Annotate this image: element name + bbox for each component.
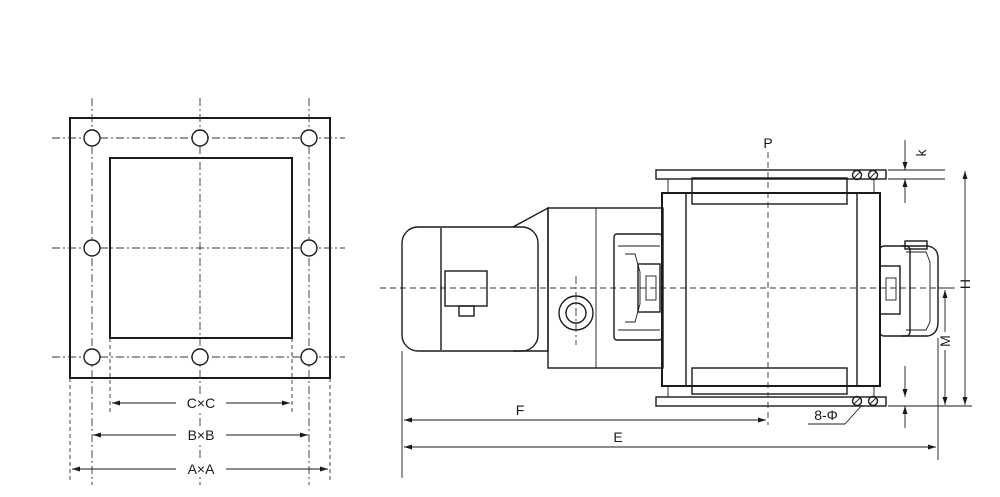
end-cap	[902, 245, 939, 337]
label-f: F	[516, 402, 525, 418]
valve-body	[661, 192, 881, 387]
flange-bolt	[851, 395, 863, 407]
drive-shaft-hub	[645, 275, 657, 301]
bolt-hole	[191, 129, 209, 147]
end-bearing-housing	[879, 245, 911, 337]
label-m: M	[937, 335, 953, 347]
label-holes: 8-Φ	[814, 407, 838, 423]
top-flange	[655, 169, 887, 180]
end-cap-inner	[906, 251, 931, 331]
flange-bolt	[867, 395, 879, 407]
arrowhead	[72, 466, 80, 472]
rotor-upper-pocket	[691, 177, 848, 205]
end-shaft-hub	[885, 277, 897, 301]
label-p: P	[763, 135, 772, 151]
holes-leader	[844, 404, 863, 425]
arrowhead	[93, 432, 101, 438]
bolt-hole	[300, 348, 318, 366]
bolt-hole	[300, 239, 318, 257]
dimension-label-cc: C×C	[187, 395, 215, 411]
arrowhead	[112, 400, 120, 406]
dimension-label-aa: A×A	[188, 461, 216, 477]
flange-bolt	[867, 169, 879, 181]
bolt-hole	[83, 129, 101, 147]
arrowhead	[282, 400, 290, 406]
drive-bearing-detail	[618, 245, 660, 331]
valve-side-view: P k H M 8-Φ	[380, 135, 973, 478]
flange-front-view: C×C B×B A×A	[52, 98, 345, 485]
end-shaft	[879, 265, 901, 315]
terminal-box	[444, 270, 488, 307]
end-cap-lug	[904, 240, 928, 250]
label-k: k	[913, 149, 929, 157]
terminal-box-gland	[458, 305, 475, 317]
arrowhead	[320, 466, 328, 472]
drive-coupling	[637, 263, 661, 313]
bolt-hole	[191, 348, 209, 366]
motor-body	[401, 226, 539, 352]
dimension-label-bb: B×B	[188, 427, 215, 443]
flange-bolt	[851, 169, 863, 181]
label-h: H	[957, 279, 973, 289]
label-e: E	[613, 429, 622, 445]
rotor-lower-pocket	[691, 367, 848, 395]
arrowhead	[300, 432, 308, 438]
bolt-hole	[83, 239, 101, 257]
bolt-hole	[300, 129, 318, 147]
bolt-hole	[83, 348, 101, 366]
bottom-flange	[655, 396, 887, 407]
